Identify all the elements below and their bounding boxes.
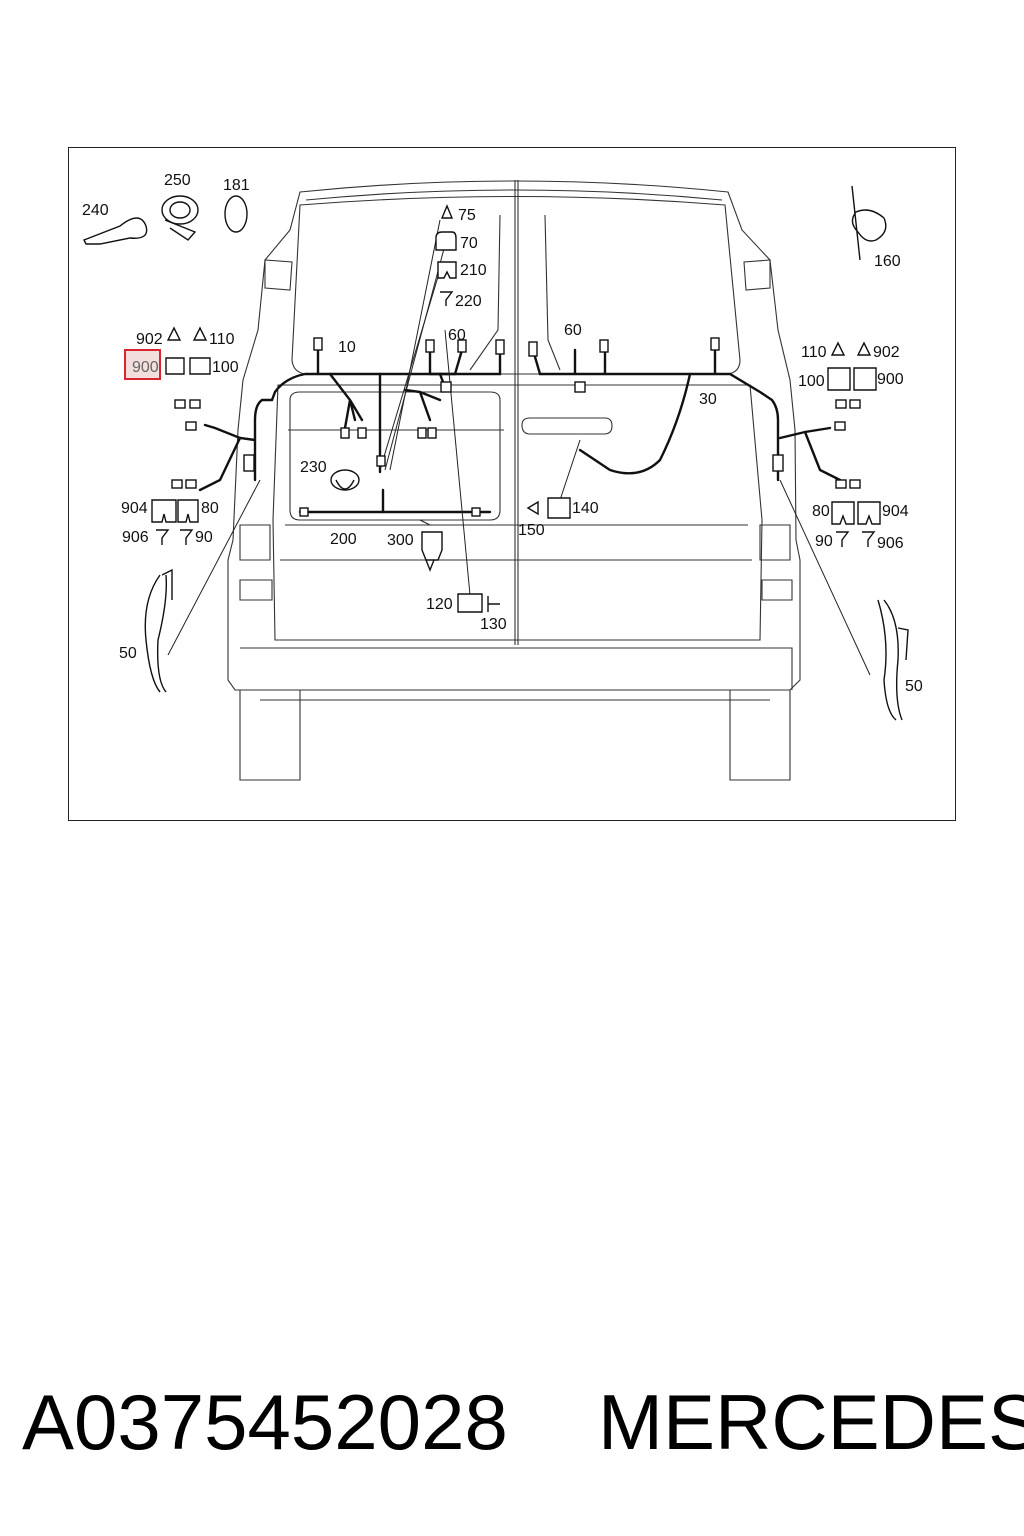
label-60-left: 60 bbox=[448, 327, 466, 344]
highlight-box bbox=[124, 349, 161, 380]
connector-symbols bbox=[151, 204, 881, 613]
label-300: 300 bbox=[387, 532, 414, 549]
label-160: 160 bbox=[874, 253, 901, 270]
label-230: 230 bbox=[300, 459, 327, 476]
connector-boxes bbox=[171, 337, 861, 517]
label-100-left: 100 bbox=[212, 359, 239, 376]
label-10: 10 bbox=[338, 339, 356, 356]
diagram-frame bbox=[68, 147, 956, 821]
label-906-left: 906 bbox=[122, 529, 149, 546]
label-210: 210 bbox=[460, 262, 487, 279]
label-80-left: 80 bbox=[201, 500, 219, 517]
label-900-left-highlighted: 900 bbox=[132, 359, 159, 376]
label-70: 70 bbox=[460, 235, 478, 252]
label-120: 120 bbox=[426, 596, 453, 613]
label-904-right: 904 bbox=[882, 503, 909, 520]
label-902-right: 902 bbox=[873, 344, 900, 361]
label-902-left: 902 bbox=[136, 331, 163, 348]
label-906-right: 906 bbox=[877, 535, 904, 552]
part-number: A0375452028 bbox=[22, 1378, 508, 1466]
brand-name: MERCEDES bbox=[598, 1378, 1024, 1466]
label-90-left: 90 bbox=[195, 529, 213, 546]
van-body-outline bbox=[227, 180, 801, 781]
label-240: 240 bbox=[82, 202, 109, 219]
label-220: 220 bbox=[455, 293, 482, 310]
label-50-right: 50 bbox=[905, 678, 923, 695]
reference-labels: 240 250 181 160 75 70 210 220 10 60 60 3… bbox=[82, 172, 923, 695]
label-150: 150 bbox=[518, 522, 545, 539]
label-90-right: 90 bbox=[815, 533, 833, 550]
label-904-left: 904 bbox=[121, 500, 148, 517]
label-100-right: 100 bbox=[798, 373, 825, 390]
loose-parts bbox=[83, 185, 909, 721]
label-130: 130 bbox=[480, 616, 507, 633]
leader-lines bbox=[167, 219, 871, 676]
label-110-left: 110 bbox=[209, 331, 235, 348]
label-75: 75 bbox=[458, 207, 476, 224]
label-140: 140 bbox=[572, 500, 599, 517]
label-200: 200 bbox=[330, 531, 357, 548]
label-30: 30 bbox=[699, 391, 717, 408]
label-60-right: 60 bbox=[564, 322, 582, 339]
label-900-right: 900 bbox=[877, 371, 904, 388]
label-181: 181 bbox=[223, 177, 250, 194]
label-80-right: 80 bbox=[812, 503, 830, 520]
label-50-left: 50 bbox=[119, 645, 137, 662]
label-110-right: 110 bbox=[801, 344, 827, 361]
label-250: 250 bbox=[164, 172, 191, 189]
